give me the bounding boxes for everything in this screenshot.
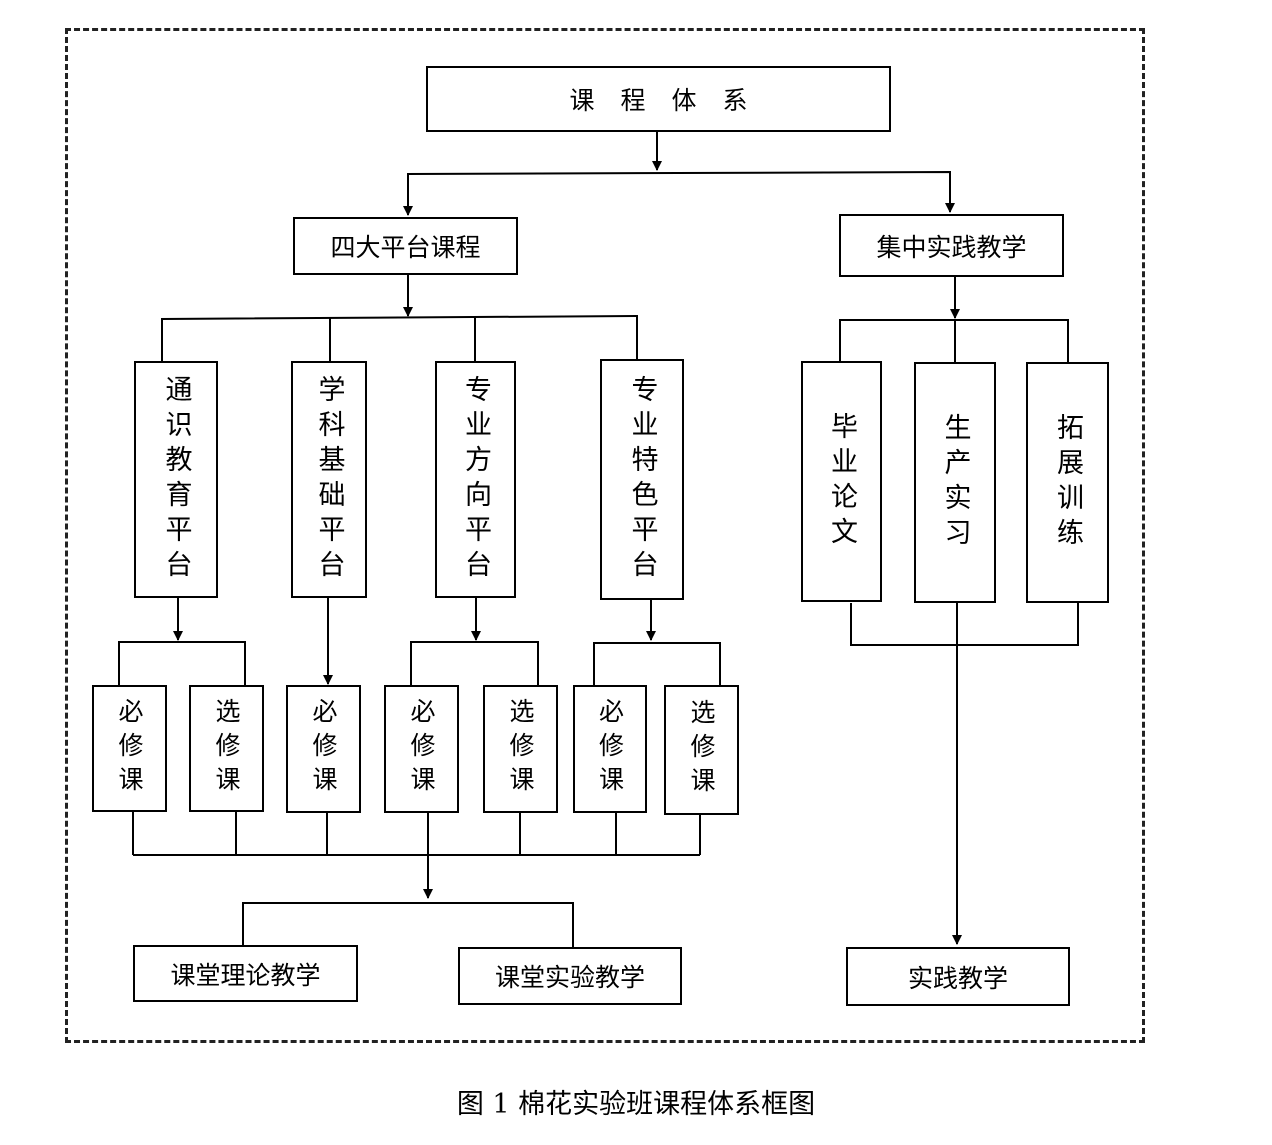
classroom-theory-node: 课堂理论教学	[133, 945, 358, 1002]
practice-branch-label: 集中实践教学	[876, 232, 1027, 262]
course-type-node: 必修课	[384, 685, 459, 813]
platform-node-feature: 专业特色平台	[600, 359, 684, 600]
platform-node-general: 通识教育平台	[134, 361, 218, 598]
course-type-node: 必修课	[286, 685, 361, 813]
practice-node-internship: 生产实习	[914, 362, 996, 603]
root-node: 课程体系	[426, 66, 891, 132]
platforms-branch-label: 四大平台课程	[330, 233, 481, 262]
classroom-lab-node: 课堂实验教学	[458, 947, 682, 1005]
course-type-node: 必修课	[92, 685, 167, 812]
practice-teaching-node: 实践教学	[846, 947, 1070, 1006]
course-type-node: 选修课	[483, 685, 558, 813]
platform-label: 通识教育平台	[160, 374, 192, 585]
course-type-node: 选修课	[189, 685, 264, 812]
course-type-node: 必修课	[573, 685, 647, 813]
platform-label: 专业特色平台	[626, 374, 658, 585]
platform-node-discipline: 学科基础平台	[291, 361, 367, 598]
platform-label: 学科基础平台	[313, 374, 345, 585]
classroom-lab-label: 课堂实验教学	[494, 963, 645, 992]
course-type-label: 必修课	[595, 698, 625, 800]
practice-node-thesis: 毕业论文	[801, 361, 882, 602]
dashed-frame	[65, 28, 1145, 1043]
practice-label: 毕业论文	[826, 411, 857, 552]
platforms-branch-node: 四大平台课程	[293, 217, 518, 275]
course-type-label: 选修课	[212, 697, 241, 800]
course-type-label: 必修课	[115, 697, 144, 800]
root-label: 课程体系	[569, 86, 774, 115]
course-type-node: 选修课	[664, 685, 739, 815]
practice-label: 拓展训练	[1052, 412, 1083, 553]
course-type-label: 选修课	[687, 699, 716, 801]
classroom-theory-label: 课堂理论教学	[170, 960, 321, 990]
practice-branch-node: 集中实践教学	[839, 214, 1064, 277]
platform-node-direction: 专业方向平台	[435, 361, 516, 598]
figure-caption: 图 1 棉花实验班课程体系框图	[456, 1089, 816, 1120]
platform-label: 专业方向平台	[460, 374, 491, 585]
course-type-label: 必修课	[407, 698, 436, 800]
course-type-label: 必修课	[309, 698, 338, 800]
practice-teaching-label: 实践教学	[907, 963, 1008, 993]
practice-label: 生产实习	[939, 412, 971, 553]
course-type-label: 选修课	[506, 698, 535, 800]
practice-node-training: 拓展训练	[1026, 362, 1109, 603]
